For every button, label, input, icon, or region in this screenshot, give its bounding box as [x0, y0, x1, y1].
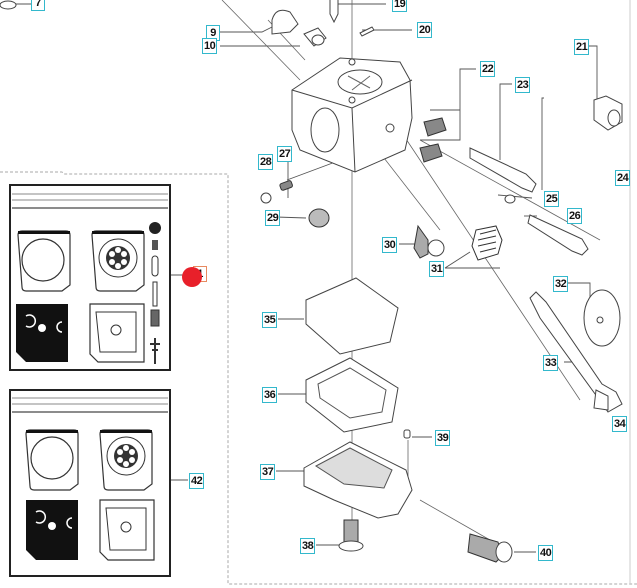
part-28[interactable]	[260, 192, 272, 204]
callout-19[interactable]: 19	[392, 0, 408, 12]
callout-33[interactable]: 33	[543, 355, 559, 371]
kit-42-gasket-round	[25, 429, 79, 491]
kit-1-gasket-frame	[89, 303, 145, 363]
callout-22[interactable]: 22	[480, 61, 496, 77]
callout-7[interactable]: 7	[31, 0, 45, 11]
part-25[interactable]	[504, 194, 516, 204]
callout-34[interactable]: 34	[612, 416, 628, 432]
kit-42-diaphragm	[99, 429, 153, 491]
kit-1-gasket-black	[16, 304, 68, 362]
part-32[interactable]	[583, 289, 621, 347]
callout-31[interactable]: 31	[429, 261, 445, 277]
carburetor-body[interactable]	[291, 57, 413, 173]
callout-32[interactable]: 32	[553, 276, 569, 292]
part-27[interactable]	[279, 180, 293, 191]
callout-30[interactable]: 30	[382, 237, 398, 253]
callout-35[interactable]: 35	[262, 312, 278, 328]
callout-27[interactable]: 27	[277, 146, 293, 162]
part-7[interactable]	[0, 0, 17, 10]
callout-26[interactable]: 26	[567, 208, 583, 224]
callout-24[interactable]: 24	[615, 170, 631, 186]
part-10[interactable]	[303, 27, 327, 47]
part-19[interactable]	[329, 0, 339, 24]
kit-group-boundary	[0, 171, 637, 585]
part-36[interactable]	[305, 357, 399, 433]
callout-23[interactable]: 23	[515, 77, 531, 93]
callout-40[interactable]: 40	[538, 545, 554, 561]
callout-25[interactable]: 25	[544, 191, 560, 207]
part-21[interactable]	[593, 95, 623, 131]
callout-21[interactable]: 21	[574, 39, 590, 55]
selected-part-hotspot-marker[interactable]	[182, 267, 202, 287]
kit-42-gasket-frame	[99, 499, 155, 561]
part-31[interactable]	[471, 225, 503, 261]
callout-10[interactable]: 10	[202, 38, 218, 54]
callout-9[interactable]: 9	[206, 25, 220, 41]
callout-28[interactable]: 28	[258, 154, 274, 170]
kit-1-small-parts	[149, 222, 161, 364]
part-20[interactable]	[359, 26, 375, 37]
part-26[interactable]	[527, 214, 589, 256]
callout-42[interactable]: 42	[189, 473, 205, 489]
part-37[interactable]	[303, 441, 413, 519]
callout-38[interactable]: 38	[300, 538, 316, 554]
part-30[interactable]	[413, 224, 445, 259]
callout-20[interactable]: 20	[417, 22, 433, 38]
kit-1-diaphragm	[91, 230, 145, 292]
kit-42-gasket-black	[26, 500, 78, 560]
part-35[interactable]	[305, 277, 399, 355]
part-9[interactable]	[271, 9, 299, 35]
part-23[interactable]	[469, 147, 537, 193]
callout-29[interactable]: 29	[265, 210, 281, 226]
callout-36[interactable]: 36	[262, 387, 278, 403]
callout-37[interactable]: 37	[260, 464, 276, 480]
part-40[interactable]	[467, 533, 513, 563]
part-38[interactable]	[338, 519, 364, 552]
kit-1-illustration[interactable]	[9, 184, 171, 371]
part-22[interactable]	[419, 117, 447, 163]
part-33[interactable]	[529, 291, 623, 413]
part-34[interactable]	[593, 389, 609, 411]
kit-1-gasket-round	[17, 230, 71, 292]
callout-39[interactable]: 39	[435, 430, 451, 446]
part-39[interactable]	[403, 429, 411, 439]
part-29[interactable]	[308, 208, 330, 228]
kit-42-illustration[interactable]	[9, 389, 171, 577]
